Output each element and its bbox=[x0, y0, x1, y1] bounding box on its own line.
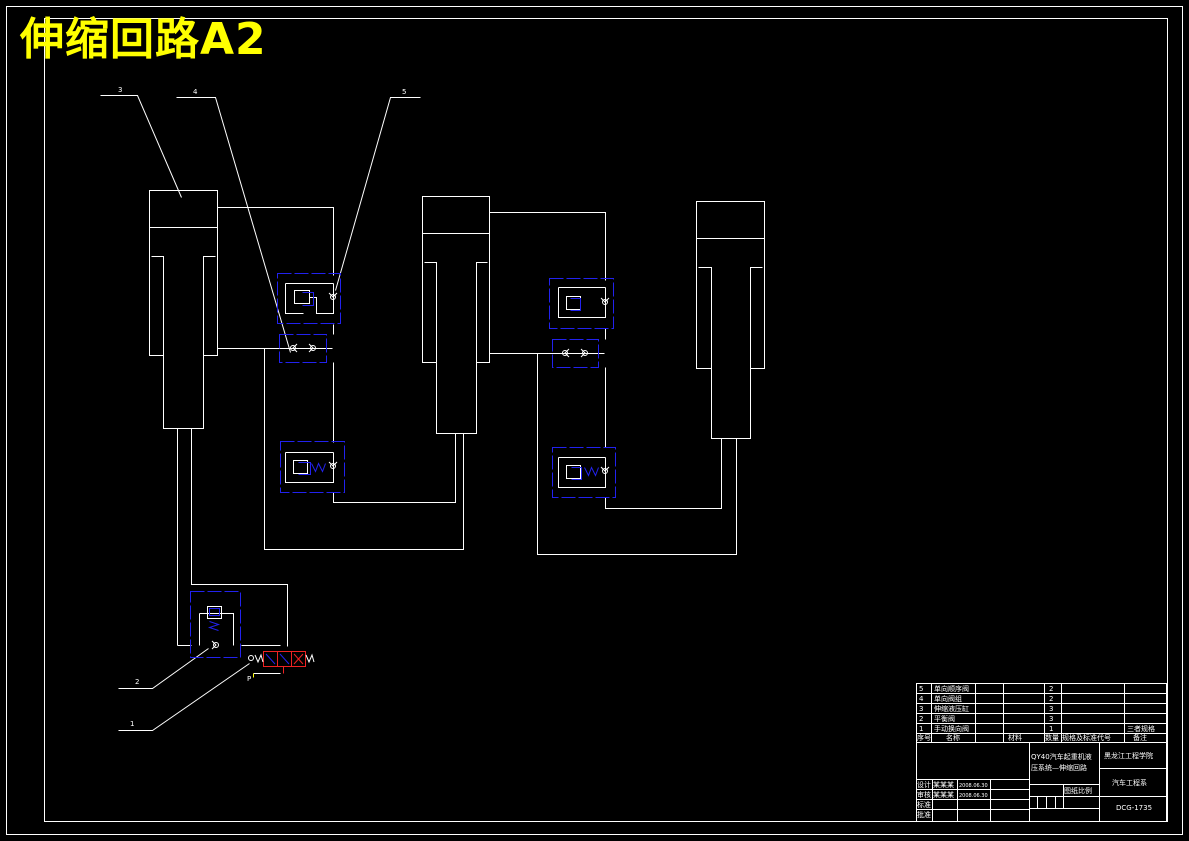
role-label: 标准 bbox=[917, 801, 931, 809]
part-row-no: 4 bbox=[919, 695, 924, 703]
header-name: 名称 bbox=[946, 734, 960, 742]
role-date: 2008.06.30 bbox=[959, 793, 988, 799]
part-row-no: 5 bbox=[919, 685, 924, 693]
drawing-name: QY40汽车起重机液压系统—伸缩回路 bbox=[1031, 753, 1092, 772]
class-code: DCG-1735 bbox=[1116, 804, 1153, 812]
valve-internals bbox=[199, 283, 606, 646]
part-row-qty: 2 bbox=[1049, 685, 1054, 693]
manual-directional-valve bbox=[248, 651, 315, 678]
part-label-1: 1 bbox=[130, 720, 135, 728]
inner-frame bbox=[44, 18, 1168, 822]
role-date: 2008.06.30 bbox=[959, 783, 988, 789]
scale-label: 图纸比例 bbox=[1064, 787, 1092, 795]
role-label: 批准 bbox=[917, 811, 931, 819]
leader-lines bbox=[100, 95, 421, 731]
header-spec: 规格及标准代号 bbox=[1062, 734, 1111, 742]
part-row-qty: 1 bbox=[1049, 725, 1054, 733]
check-valves bbox=[211, 292, 610, 650]
outer-frame bbox=[6, 6, 1183, 835]
role-person: 某某某 bbox=[933, 791, 954, 799]
page-title: 伸缩回路A2 bbox=[20, 14, 267, 65]
part-label-5: 5 bbox=[402, 88, 407, 96]
counterbalance-valve-2-box bbox=[552, 447, 616, 498]
header-no: 序号 bbox=[917, 734, 931, 742]
valve-details-blue bbox=[207, 292, 599, 631]
school-name: 黑龙江工程学院 bbox=[1104, 752, 1153, 760]
balance-valve-box bbox=[190, 591, 241, 658]
pipelines bbox=[177, 207, 737, 674]
part-row-qty: 3 bbox=[1049, 715, 1054, 723]
role-label: 设计 bbox=[917, 781, 931, 789]
part-row-name: 单向顺序阀 bbox=[934, 685, 969, 693]
role-label: 审核 bbox=[917, 791, 931, 799]
part-label-3: 3 bbox=[118, 86, 123, 94]
header-material: 材料 bbox=[1008, 734, 1022, 742]
sequence-valve-2-box bbox=[549, 278, 614, 329]
sequence-valve-1-box bbox=[277, 273, 341, 324]
remark-top: 三者规格 bbox=[1127, 725, 1155, 733]
counterbalance-valve-1-box bbox=[280, 441, 345, 493]
cylinder-2 bbox=[422, 196, 490, 434]
title-block-frame bbox=[916, 683, 1167, 822]
check-valve-group-1-box bbox=[279, 334, 327, 363]
part-row-qty: 3 bbox=[1049, 705, 1054, 713]
cylinder-3 bbox=[696, 201, 765, 439]
header-remark: 备注 bbox=[1133, 734, 1147, 742]
check-valve-group-2-box bbox=[552, 339, 599, 368]
part-row-no: 1 bbox=[919, 725, 924, 733]
part-row-qty: 2 bbox=[1049, 695, 1054, 703]
part-row-name: 单向阀组 bbox=[934, 695, 962, 703]
part-label-4: 4 bbox=[193, 88, 198, 96]
part-row-name: 平衡阀 bbox=[934, 715, 955, 723]
port-label-p: P bbox=[247, 675, 252, 683]
major-name: 汽车工程系 bbox=[1112, 779, 1147, 787]
part-row-name: 手动换向阀 bbox=[934, 725, 969, 733]
cylinder-1 bbox=[149, 190, 218, 429]
role-person: 某某某 bbox=[933, 781, 954, 789]
part-row-no: 3 bbox=[919, 705, 924, 713]
part-row-name: 伸缩液压缸 bbox=[934, 705, 969, 713]
header-qty: 数量 bbox=[1045, 734, 1059, 742]
part-label-2: 2 bbox=[135, 678, 140, 686]
part-row-no: 2 bbox=[919, 715, 924, 723]
